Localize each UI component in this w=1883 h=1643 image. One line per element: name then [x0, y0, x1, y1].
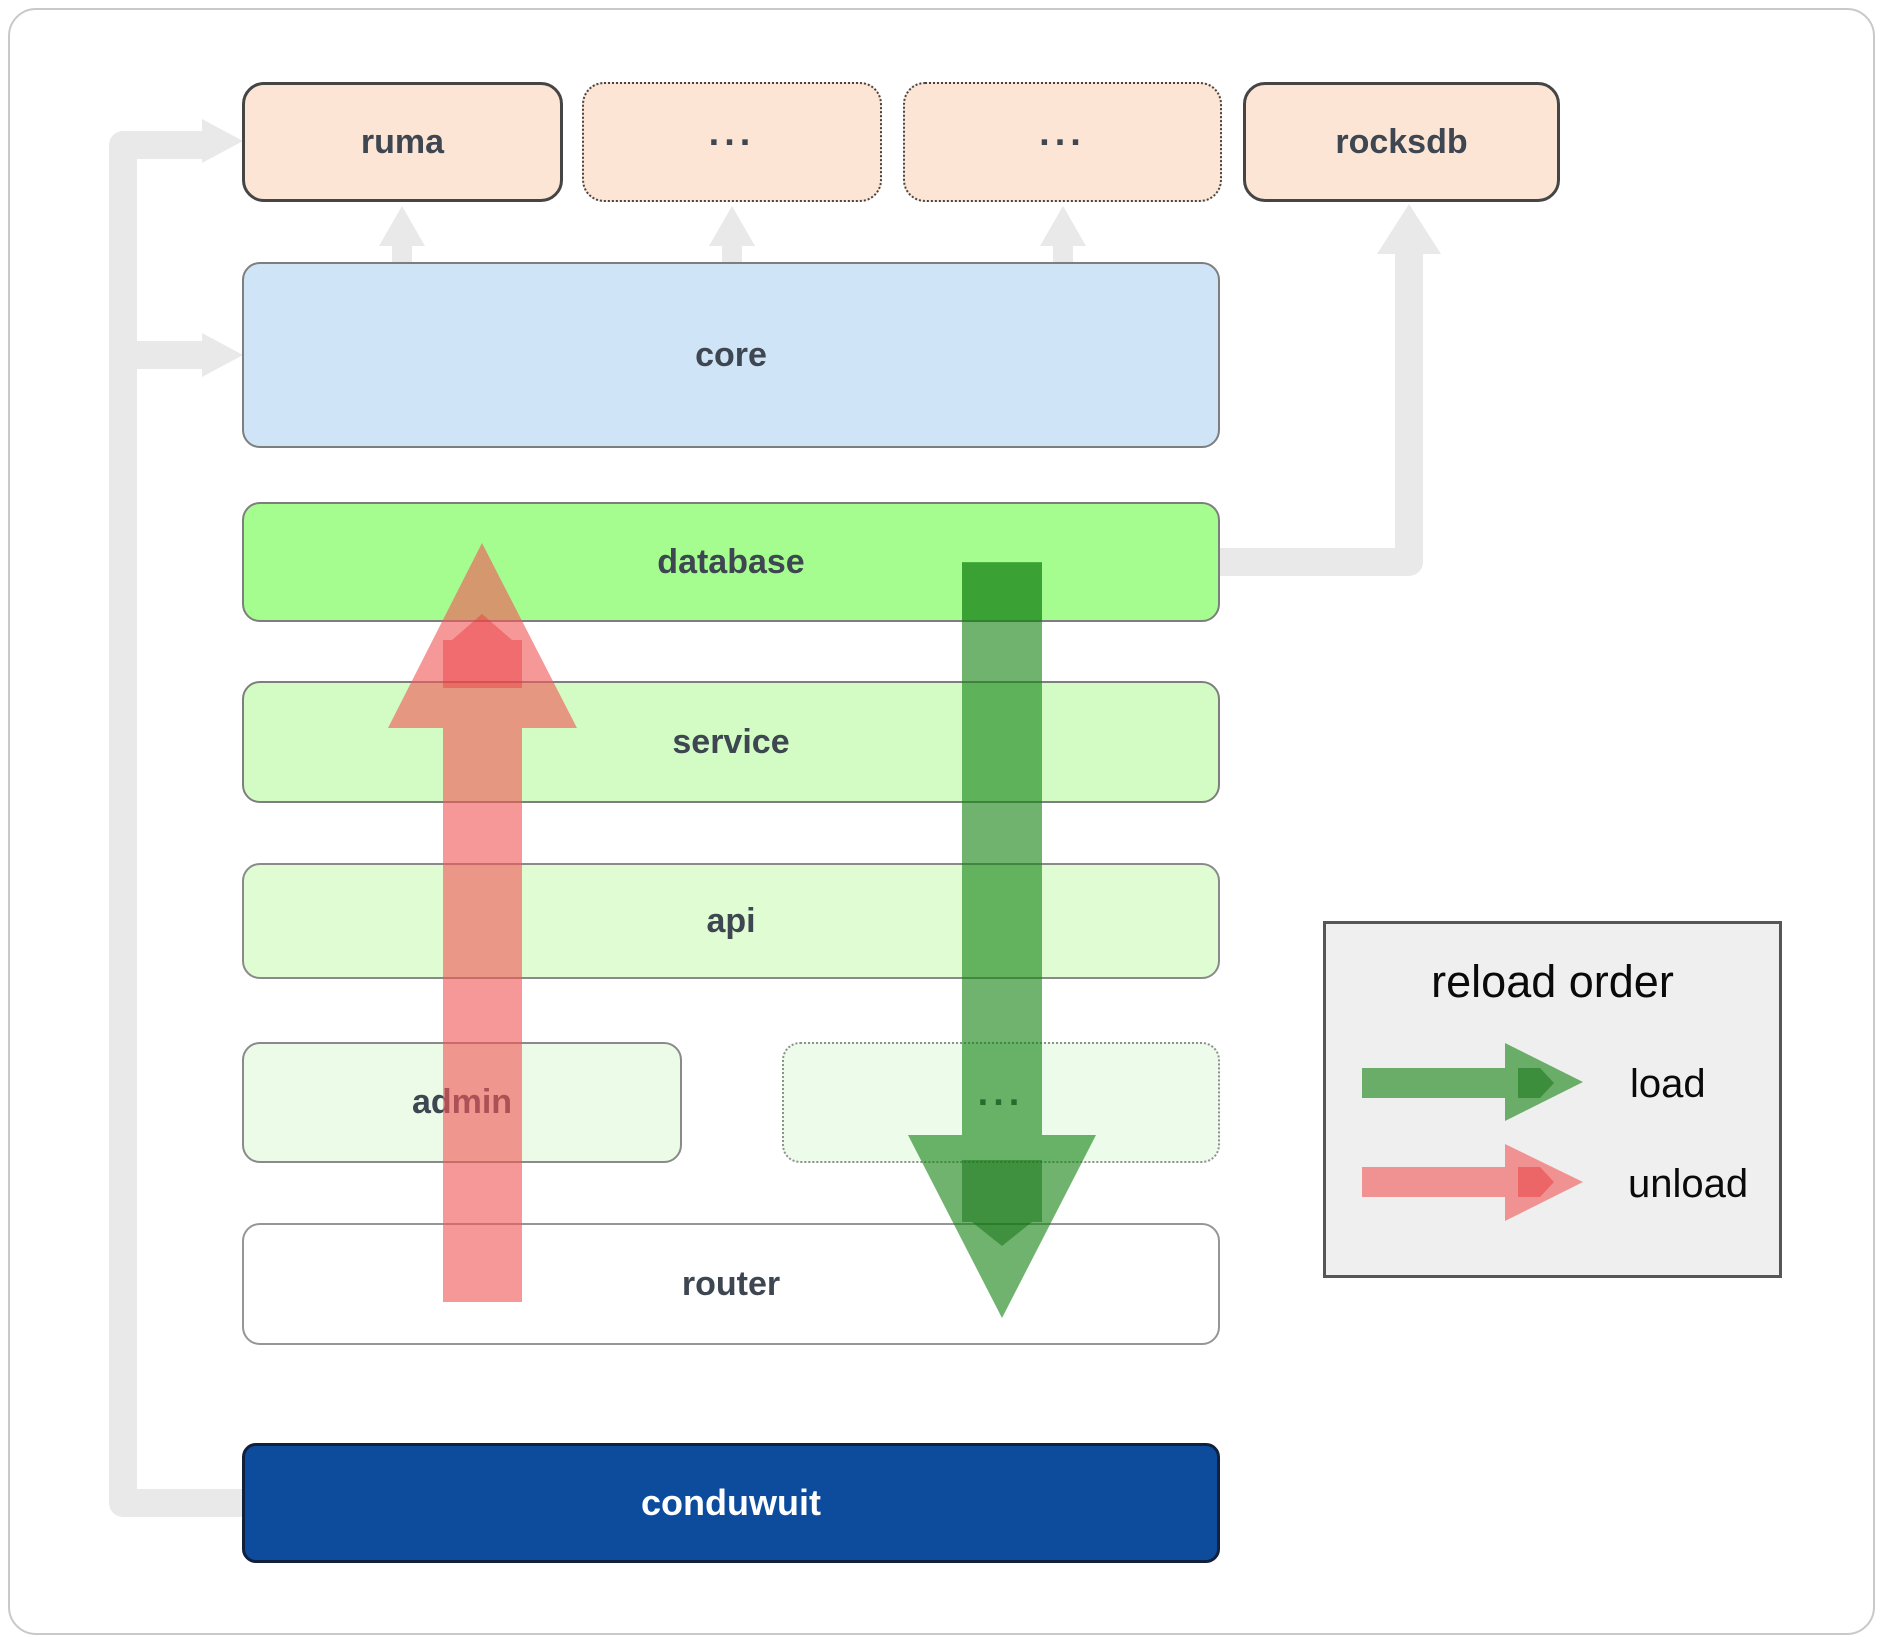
node-crate-ellipsis-2-label: ... — [1039, 111, 1086, 154]
node-crate-ellipsis-1-label: ... — [708, 111, 756, 154]
connector-conduwuit-to-ruma — [109, 131, 242, 1517]
node-conduwuit: conduwuit — [242, 1443, 1220, 1563]
node-conduwuit-label: conduwuit — [641, 1482, 821, 1523]
node-crate-ellipsis-1: ... — [582, 82, 882, 202]
node-core: core — [242, 262, 1220, 448]
node-ruma: ruma — [242, 82, 563, 202]
arrowhead-to-core-icon — [202, 333, 243, 377]
unload-arrow-overlap — [443, 614, 522, 688]
node-service-label: service — [672, 722, 790, 761]
arrowhead-to-rocksdb-icon — [1377, 204, 1441, 254]
node-rocksdb: rocksdb — [1243, 82, 1560, 202]
node-service: service — [242, 681, 1220, 803]
node-admin: admin — [242, 1042, 682, 1163]
node-admin-ellipsis-label: ... — [977, 1072, 1025, 1114]
node-database-label: database — [657, 542, 805, 581]
node-ruma-label: ruma — [360, 122, 445, 161]
connector-database-to-rocksdb — [1220, 252, 1423, 576]
legend-title: reload order — [1431, 956, 1674, 1007]
node-api-label: api — [706, 901, 756, 940]
legend-load-label: load — [1630, 1062, 1706, 1106]
arrowhead-core-to-crate1-icon — [709, 206, 755, 246]
legend-unload-label: unload — [1628, 1162, 1749, 1206]
node-admin-label: admin — [411, 1083, 513, 1121]
node-api: api — [242, 863, 1220, 979]
node-database: database — [242, 502, 1220, 622]
node-crate-ellipsis-2: ... — [903, 82, 1222, 202]
node-rocksdb-label: rocksdb — [1335, 122, 1468, 161]
node-router-label: router — [681, 1264, 781, 1303]
outer-frame — [8, 8, 1875, 1635]
node-router: router — [242, 1223, 1220, 1345]
node-core-label: core — [695, 335, 767, 374]
arrowhead-core-to-ruma-icon — [379, 206, 425, 246]
legend: reload order load unload — [1323, 921, 1782, 1278]
arrowhead-core-to-crate2-icon — [1040, 206, 1086, 246]
node-admin-ellipsis: ... — [782, 1042, 1220, 1163]
arrowhead-to-ruma-icon — [202, 119, 243, 163]
